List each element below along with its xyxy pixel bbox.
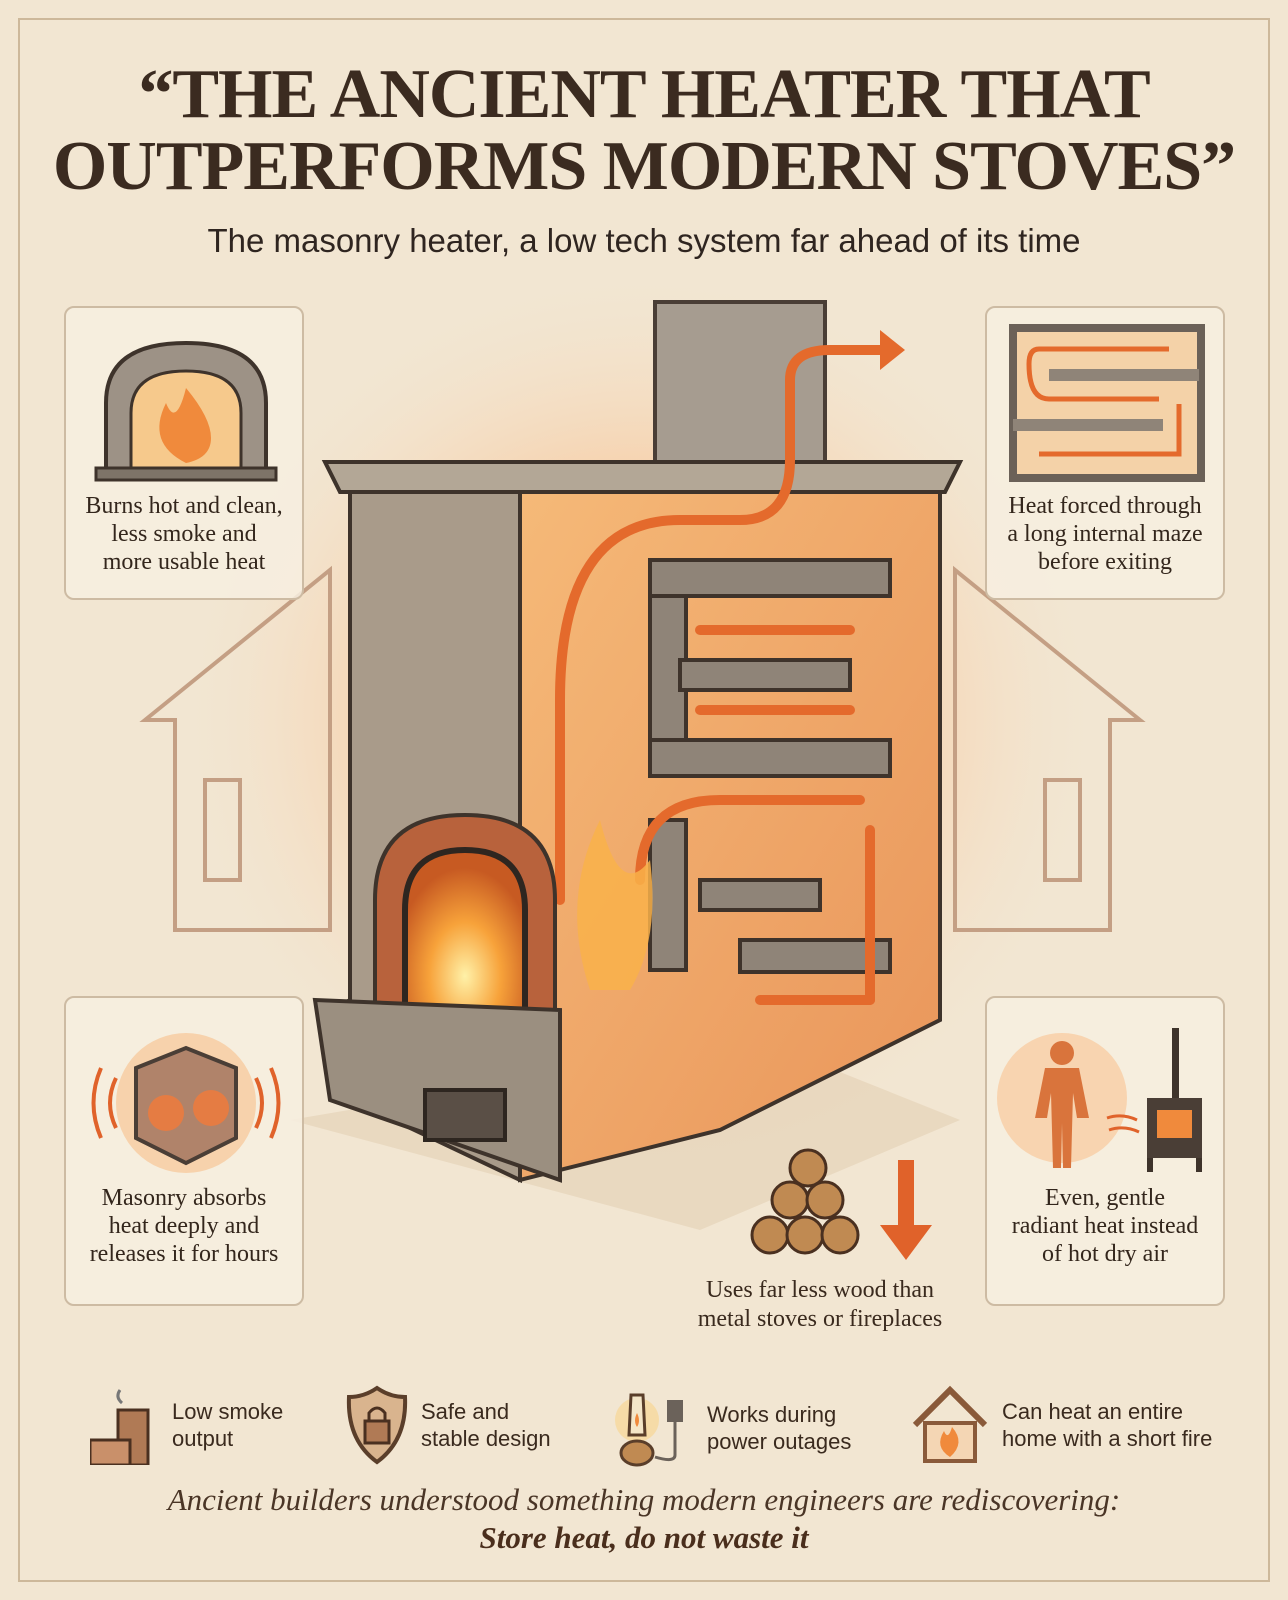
panel-text: Burns hot and clean, xyxy=(85,493,283,519)
feature-text: Can heat an entire xyxy=(1002,1399,1184,1424)
person-and-stove-icon xyxy=(997,1028,1202,1172)
firebox-door xyxy=(402,846,528,1033)
heat-flow-arrows xyxy=(555,345,885,1005)
down-arrow xyxy=(880,1160,932,1260)
shield-lock-icon xyxy=(346,1385,408,1465)
panel-burns-clean: Burns hot and clean, less smoke and more… xyxy=(64,306,304,600)
feature-text: stable design xyxy=(421,1426,551,1451)
panel-text: before exiting xyxy=(1038,549,1172,575)
panel-text: more usable heat xyxy=(102,549,266,575)
panel-text: releases it for hours xyxy=(89,1241,279,1267)
title-line-2: OUTPERFORMS MODERN STOVES” xyxy=(52,128,1236,205)
heat-maze-icon xyxy=(1009,324,1205,482)
glowing-stone-block-icon xyxy=(91,1033,281,1173)
chimney xyxy=(653,300,827,464)
feature-text: Safe and xyxy=(421,1399,510,1424)
feature-text: Low smoke xyxy=(172,1399,284,1424)
feature-text: Works during xyxy=(707,1401,837,1427)
internal-baffles xyxy=(648,558,892,974)
panel-text: a long internal maze xyxy=(1007,521,1203,547)
stove-top-slab xyxy=(321,460,964,494)
wood-note-line: Uses far less wood than xyxy=(706,1277,934,1303)
chimney-icon xyxy=(90,1389,150,1465)
ash-door xyxy=(423,1088,507,1142)
wood-note-line: metal stoves or fireplaces xyxy=(697,1306,943,1332)
subtitle: The masonry heater, a low tech system fa… xyxy=(207,222,1081,259)
panel-text: Even, gentle xyxy=(1045,1185,1165,1211)
feature-text: power outages xyxy=(707,1428,852,1454)
panel-text: radiant heat instead xyxy=(1011,1213,1199,1239)
feature-text: output xyxy=(172,1426,234,1451)
arrow-head xyxy=(880,330,905,370)
title-line-1: “THE ANCIENT HEATER THAT xyxy=(138,56,1150,133)
page-frame xyxy=(18,18,1270,1582)
panel-text: of hot dry air xyxy=(1042,1241,1168,1267)
footer-line-2: Store heat, do not waste it xyxy=(479,1520,809,1555)
firewood-stack xyxy=(750,1148,860,1255)
panel-text: heat deeply and xyxy=(108,1213,260,1239)
fireplace-flame-icon xyxy=(94,340,278,482)
feature-text: home with a short fire xyxy=(1002,1426,1213,1451)
panel-text: Heat forced through xyxy=(1008,493,1202,519)
footer-line-1: Ancient builders understood something mo… xyxy=(167,1482,1121,1517)
house-fire-icon xyxy=(912,1385,988,1463)
panel-heat-maze: Heat forced through a long internal maze… xyxy=(985,306,1225,600)
panel-text: less smoke and xyxy=(111,521,257,547)
panel-text: Masonry absorbs xyxy=(101,1185,267,1211)
panel-masonry-absorbs: Masonry absorbs heat deeply and releases… xyxy=(64,996,304,1306)
lamp-plug-icon xyxy=(615,1393,683,1467)
flame xyxy=(577,820,653,990)
wood-note: Uses far less wood than metal stoves or … xyxy=(660,1276,980,1334)
panel-radiant-heat: Even, gentle radiant heat instead of hot… xyxy=(985,996,1225,1306)
